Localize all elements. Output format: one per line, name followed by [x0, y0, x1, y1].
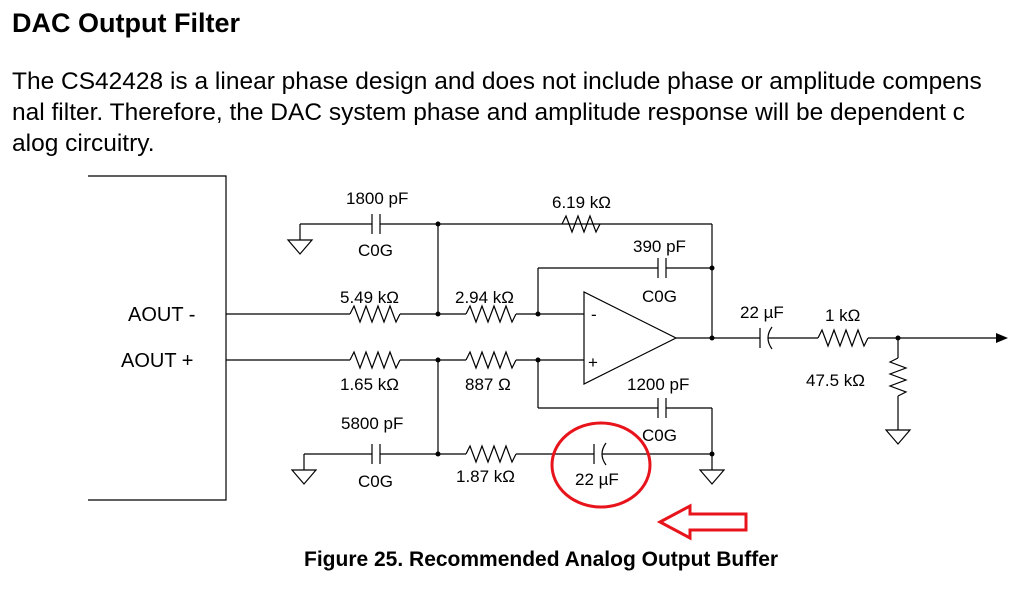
- res-887-zigzag: [465, 350, 517, 370]
- res-619-label: 6.19 kΩ: [552, 193, 611, 212]
- junction-dot: [895, 335, 901, 341]
- opamp-symbol: [583, 291, 678, 385]
- output-arrow-icon: [996, 333, 1008, 343]
- junction-dot: [709, 335, 715, 341]
- junction-dot: [435, 221, 441, 227]
- opamp-plus-label: +: [588, 353, 598, 372]
- cap-390-type-label: C0G: [642, 287, 677, 306]
- res-619-zigzag: [561, 214, 601, 234]
- aout-minus-label: AOUT -: [128, 304, 195, 326]
- res-549-zigzag: [349, 304, 401, 324]
- ground-icon: [884, 429, 912, 445]
- cap-390-label: 390 pF: [633, 237, 686, 256]
- aout-plus-label: AOUT +: [121, 350, 193, 372]
- cap-22-out-label: 22 µF: [740, 303, 784, 322]
- cap-5800-label: 5800 pF: [341, 414, 403, 433]
- res-1k-zigzag: [817, 328, 869, 348]
- res-1k-label: 1 kΩ: [825, 306, 860, 325]
- opamp-minus-label: -: [591, 305, 597, 324]
- highlight-arrow-icon: [656, 503, 748, 541]
- res-294-label: 2.94 kΩ: [455, 288, 514, 307]
- res-187-label: 1.87 kΩ: [456, 467, 515, 486]
- junction-dot: [435, 451, 441, 457]
- junction-dot: [709, 265, 715, 271]
- junction-dot: [709, 451, 715, 457]
- ground-icon: [698, 469, 726, 485]
- section-heading: DAC Output Filter: [12, 8, 240, 38]
- paragraph-line: alog circuitry.: [12, 130, 155, 157]
- junction-dot: [535, 357, 541, 363]
- figure-caption: Figure 25. Recommended Analog Output Buf…: [304, 548, 779, 571]
- res-475-label: 47.5 kΩ: [806, 371, 865, 390]
- cap-1200-type-label: C0G: [642, 426, 677, 445]
- paragraph-line: nal filter. Therefore, the DAC system ph…: [12, 99, 965, 126]
- junction-dot: [535, 311, 541, 317]
- highlight-circle: [550, 421, 652, 509]
- ground-icon: [286, 239, 314, 255]
- dac-block-outline: [88, 175, 227, 501]
- cap-5800-type-label: C0G: [358, 472, 393, 491]
- cap-1200-label: 1200 pF: [627, 375, 689, 394]
- paragraph-line: The CS42428 is a linear phase design and…: [12, 68, 982, 95]
- res-165-label: 1.65 kΩ: [340, 375, 399, 394]
- res-475-zigzag: [888, 357, 908, 397]
- res-294-zigzag: [465, 304, 517, 324]
- cap-1800-label: 1800 pF: [346, 189, 408, 208]
- res-549-label: 5.49 kΩ: [340, 288, 399, 307]
- ground-icon: [290, 469, 318, 485]
- cap-1800-type-label: C0G: [358, 241, 393, 260]
- junction-dot: [435, 311, 441, 317]
- body-paragraph: The CS42428 is a linear phase design and…: [12, 66, 1012, 159]
- res-887-label: 887 Ω: [465, 375, 511, 394]
- junction-dot: [435, 357, 441, 363]
- res-165-zigzag: [349, 350, 401, 370]
- res-187-zigzag: [465, 444, 517, 464]
- cap-22-bias-label: 22 µF: [575, 470, 619, 489]
